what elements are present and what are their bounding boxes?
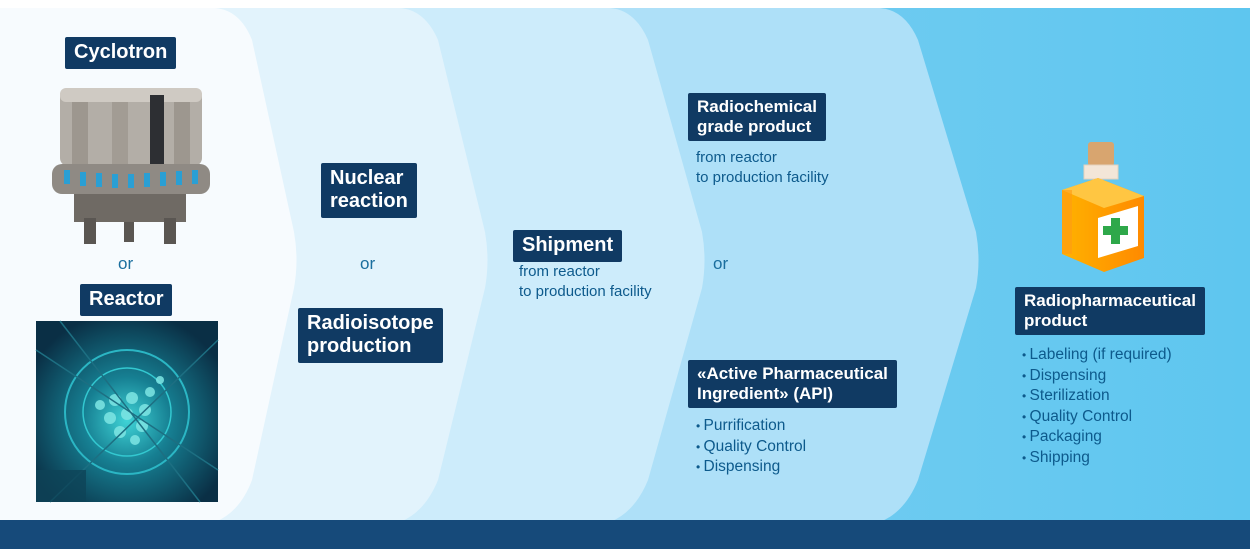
medicine-bottle-icon <box>1062 142 1144 272</box>
list-item: Shipping <box>1022 448 1172 469</box>
list-item: Sterilization <box>1022 386 1172 407</box>
list-item: Purrification <box>696 416 806 437</box>
list-item: Packaging <box>1022 427 1172 448</box>
radiopharmaceutical-product-label: Radiopharmaceutical product <box>1015 287 1205 336</box>
cyclotron-text: Cyclotron <box>74 41 168 63</box>
shipment-note-line2: to production facility <box>519 283 652 300</box>
list-item: Dispensing <box>1022 366 1172 387</box>
product-line2: product <box>1024 310 1088 330</box>
api-label: «Active Pharmaceutical Ingredient» (API) <box>688 360 897 409</box>
radiochem-note-line1: from reactor <box>696 149 777 166</box>
reactor-text: Reactor <box>89 288 164 310</box>
radioisotope-line2: production <box>307 335 412 357</box>
nuclear-line1: Nuclear <box>330 167 404 189</box>
api-bullet-list: Purrification Quality Control Dispensing <box>696 416 807 478</box>
list-item: Quality Control <box>1022 407 1172 428</box>
product-line1: Radiopharmaceutical <box>1024 291 1196 310</box>
or-stage1: or <box>118 254 134 273</box>
cyclotron-label: Cyclotron <box>65 37 177 69</box>
radiochem-line1: Radiochemical <box>697 97 817 116</box>
radiochem-note: from reactor to production facility <box>696 148 829 188</box>
shipment-note: from reactor to production facility <box>519 262 652 302</box>
nuclear-line2: reaction <box>330 190 408 212</box>
radioisotope-line1: Radioisotope <box>307 312 434 334</box>
shipment-note-line1: from reactor <box>519 263 600 280</box>
radiochem-note-line2: to production facility <box>696 169 829 186</box>
or-stage4: or <box>713 254 729 273</box>
product-bullet-list: Labeling (if required) Dispensing Steril… <box>1022 345 1172 468</box>
api-line2: Ingredient» (API) <box>697 383 834 403</box>
reactor-core-photo <box>35 320 219 503</box>
footer-bar <box>0 520 1250 549</box>
list-item: Quality Control <box>696 437 807 458</box>
shipment-label: Shipment <box>513 230 623 262</box>
list-item: Labeling (if required) <box>1022 345 1172 366</box>
api-line1: «Active Pharmaceutical <box>697 364 888 383</box>
reactor-label: Reactor <box>80 284 173 316</box>
or-stage2: or <box>360 254 376 273</box>
radiochemical-product-label: Radiochemical grade product <box>688 93 826 142</box>
radioisotope-production-label: Radioisotope production <box>298 308 443 363</box>
list-item: Dispensing <box>696 457 806 478</box>
shipment-text: Shipment <box>522 234 614 256</box>
radiochem-line2: grade product <box>697 116 812 136</box>
cyclotron-photo <box>52 88 210 244</box>
nuclear-reaction-label: Nuclear reaction <box>321 163 417 218</box>
